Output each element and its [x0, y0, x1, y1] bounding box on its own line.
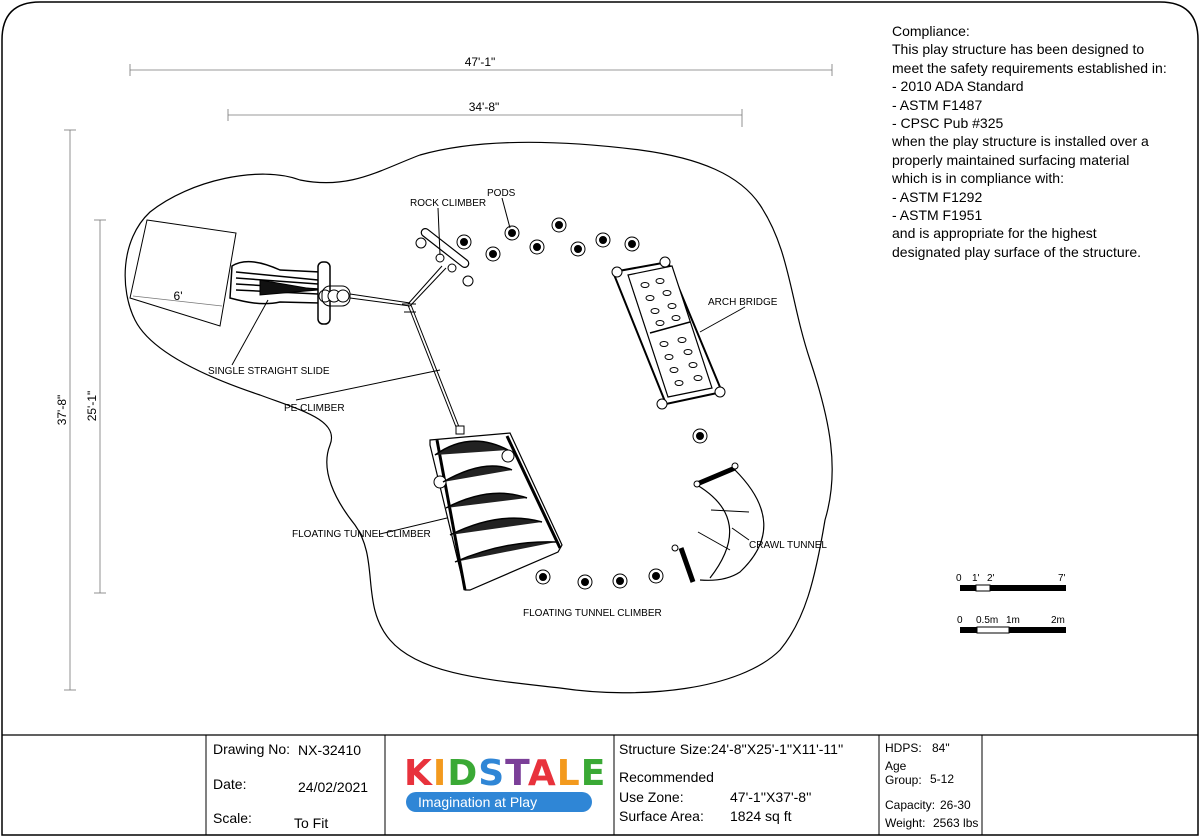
crawl-tunnel-leader — [731, 527, 750, 541]
pe-climber-leader — [295, 369, 441, 401]
compliance-line: - ASTM F1292 — [892, 188, 983, 205]
single-straight-slide — [229, 260, 351, 325]
single-straight-slide-label: SINGLE STRAIGHT SLIDE — [208, 366, 330, 377]
arch-bridge-label: ARCH BRIDGE — [708, 297, 778, 308]
compliance-line: This play structure has been designed to — [892, 41, 1145, 58]
compliance-line: designated play surface of the structure… — [892, 243, 1142, 260]
surface-area-label: Surface Area: — [619, 808, 704, 824]
drawing-no-value: NX-32410 — [298, 742, 362, 758]
slide-label-leader — [231, 299, 269, 366]
date-label: Date: — [213, 776, 247, 792]
slide-length-label: 6' — [174, 289, 183, 303]
age-label-2: Group: — [885, 773, 922, 787]
compliance-line: which is in compliance with: — [892, 170, 1064, 187]
compliance-line: properly maintained surfacing material — [892, 151, 1130, 168]
logo-wordmark: KIDSTALE — [404, 753, 607, 794]
use-zone-label: Use Zone: — [619, 789, 684, 805]
dimension-overall-width — [129, 64, 833, 76]
scale-label: Scale: — [213, 810, 252, 826]
compliance-line: - ASTM F1951 — [892, 207, 983, 224]
scale-bar-imperial — [960, 584, 1066, 592]
scale-imperial-1: 1' — [972, 573, 980, 584]
capacity-label: Capacity: — [885, 798, 936, 812]
age-label-1: Age — [885, 759, 907, 773]
pods-leader — [501, 197, 511, 229]
hdps-label: HDPS: — [885, 741, 922, 755]
scale-imperial-2: 2' — [987, 573, 995, 584]
compliance-line: meet the safety requirements established… — [892, 59, 1167, 76]
crawl-tunnel — [671, 462, 765, 583]
compliance-line: - 2010 ADA Standard — [892, 78, 1024, 95]
dimension-structure-depth-label: 25'-1" — [85, 391, 99, 422]
compliance-line: when the play structure is installed ove… — [892, 133, 1149, 150]
dimension-structure-width-label: 34'-8" — [469, 100, 500, 114]
rock-climber-leader — [437, 207, 441, 256]
arch-bridge — [611, 256, 726, 410]
scale-metric-0: 0 — [957, 615, 963, 626]
floating-tunnel-climber-structure — [429, 425, 563, 591]
dimension-structure-depth — [94, 219, 106, 594]
pods-label: PODS — [487, 188, 516, 199]
dimension-overall-depth — [64, 129, 76, 691]
scale-metric-3: 2m — [1051, 615, 1065, 626]
rock-climber — [415, 228, 474, 287]
scale-value: To Fit — [294, 815, 329, 831]
scale-metric-2: 1m — [1006, 615, 1020, 626]
rock-climber-label: ROCK CLIMBER — [410, 198, 486, 209]
slide-runout-dimension — [132, 295, 223, 307]
pe-climber-label: PE CLIMBER — [284, 403, 345, 414]
pods — [456, 217, 708, 590]
structure-size: Structure Size:24'-8''X25'-1''X11'-11'' — [619, 741, 844, 757]
age-group-value: 5-12 — [930, 772, 955, 786]
scale-imperial-3: 7' — [1058, 573, 1066, 584]
scale-metric-1: 0.5m — [976, 615, 998, 626]
compliance-notes: Compliance: This play structure has been… — [892, 22, 1192, 261]
scale-bar-metric — [960, 626, 1066, 634]
dimension-structure-width — [227, 109, 743, 127]
compliance-line: Compliance: — [892, 23, 970, 39]
date-value: 24/02/2021 — [298, 779, 369, 795]
kidstale-logo: KIDSTALE Imagination at Play — [404, 753, 607, 816]
use-zone-outline — [124, 141, 833, 694]
compliance-line: - CPSC Pub #325 — [892, 115, 1004, 132]
arch-bridge-leader — [699, 306, 746, 333]
capacity-value: 26-30 — [940, 798, 971, 812]
slide-runout-zone — [129, 219, 237, 327]
floating-tunnel-climber-label-2: FLOATING TUNNEL CLIMBER — [523, 608, 662, 619]
recommended-label: Recommended — [619, 769, 714, 785]
weight-value: 2563 lbs — [933, 816, 979, 830]
scale-imperial-0: 0 — [956, 573, 962, 584]
use-zone-value: 47'-1''X37'-8'' — [730, 789, 812, 805]
surface-area-value: 1824 sq ft — [730, 808, 792, 824]
logo-tagline: Imagination at Play — [406, 792, 592, 812]
crawl-tunnel-label: CRAWL TUNNEL — [749, 540, 827, 551]
floating-tunnel-climber-leader — [379, 517, 448, 535]
compliance-line: and is appropriate for the highest — [892, 225, 1097, 242]
drawing-no-label: Drawing No: — [213, 741, 291, 757]
dimension-overall-depth-label: 37'-8" — [55, 395, 69, 426]
compliance-line: - ASTM F1487 — [892, 96, 983, 113]
connecting-bars — [349, 265, 462, 433]
floating-tunnel-climber-label-1: FLOATING TUNNEL CLIMBER — [292, 529, 431, 540]
hdps-value: 84" — [932, 741, 950, 755]
dimension-overall-width-label: 47'-1" — [465, 55, 496, 69]
weight-label: Weight: — [885, 816, 926, 830]
